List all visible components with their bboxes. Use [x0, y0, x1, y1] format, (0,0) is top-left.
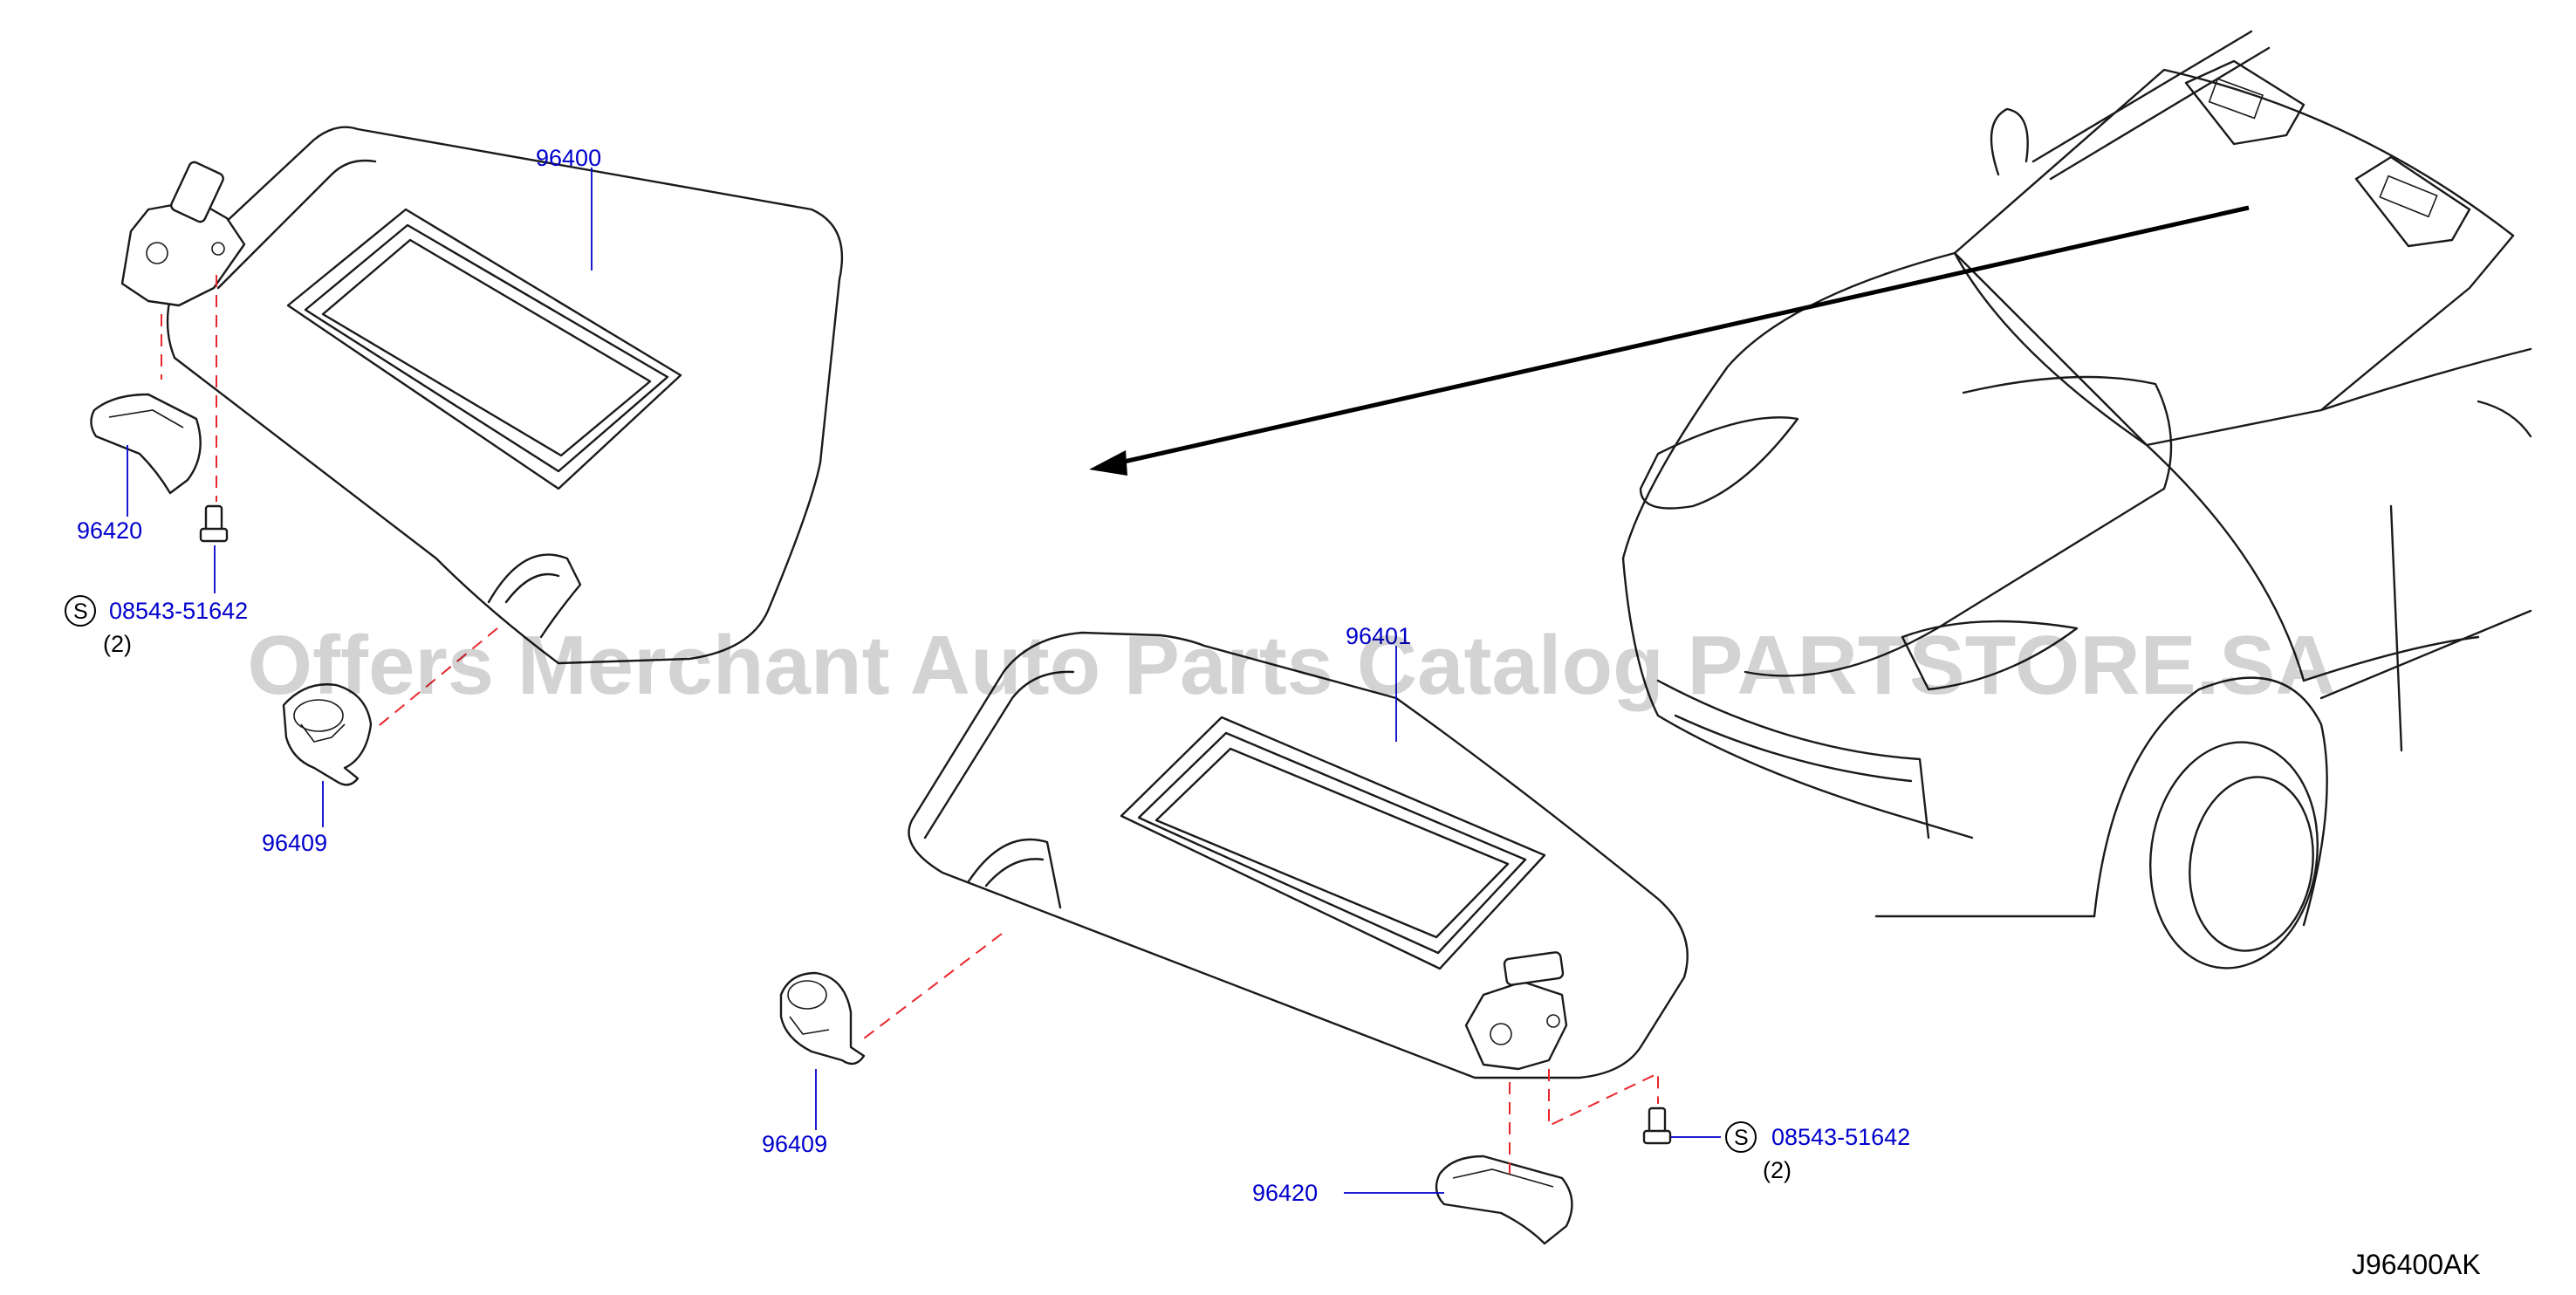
label-96409-right: 96409: [762, 1131, 827, 1157]
screw-symbol-right: S: [1725, 1121, 1757, 1153]
label-screw-left: 08543-51642: [109, 598, 248, 624]
label-96420-left: 96420: [77, 517, 142, 544]
label-screw-right: 08543-51642: [1771, 1124, 1910, 1150]
screw-symbol-right-text: S: [1734, 1126, 1749, 1150]
visor-holder-right: [779, 971, 866, 1065]
cover-right: [1435, 1155, 1573, 1245]
label-96400: 96400: [536, 145, 601, 171]
diagram-code: J96400AK: [2352, 1249, 2481, 1280]
visor-holder-left: [282, 683, 373, 786]
label-96420-right: 96420: [1252, 1180, 1318, 1206]
label-96409-left: 96409: [262, 830, 327, 856]
label-screw-qty-right: (2): [1763, 1157, 1792, 1183]
screw-left: [199, 504, 229, 543]
screw-right: [1642, 1107, 1672, 1145]
cover-left: [90, 393, 202, 495]
guide-line-right-1: [863, 933, 1003, 1039]
sun-visor-right: [908, 631, 1689, 1079]
screw-symbol-left-text: S: [73, 600, 88, 624]
watermark-text: Offers Merchant Auto Parts Catalog PARTS…: [247, 619, 2335, 712]
label-96401: 96401: [1346, 623, 1411, 649]
screw-symbol-left: S: [65, 595, 96, 627]
guide-line-right-3: [1548, 1069, 1659, 1127]
label-screw-qty-left: (2): [103, 631, 132, 657]
sun-visor-left: [120, 126, 844, 665]
guide-line-left-3: [374, 627, 498, 730]
car-illustration: [1621, 30, 2532, 970]
direction-arrow: [1089, 205, 2250, 476]
